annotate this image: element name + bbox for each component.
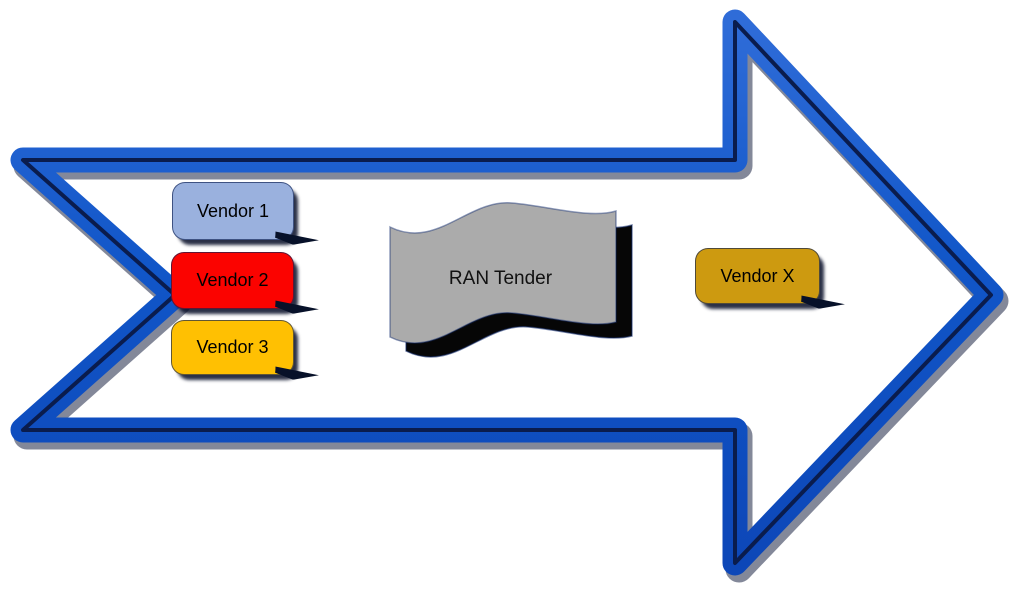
wave-body [389, 202, 617, 344]
vendor-1-label: Vendor 1 [196, 200, 270, 221]
vendor-3-label: Vendor 3 [196, 337, 269, 357]
vendor-2-label: Vendor 2 [196, 270, 269, 290]
ran-tender-label: RAN Tender [448, 268, 553, 289]
process-arrow [10, 9, 1009, 583]
vendor-2-chip: Vendor 2 [171, 252, 294, 309]
ran-tender-wave [389, 202, 633, 358]
vendor-x-chip: Vendor X [695, 248, 820, 304]
vendor-3-chip: Vendor 3 [171, 320, 294, 375]
vendor-x-label: Vendor X [720, 265, 795, 286]
vendor-1-chip: Vendor 1 [172, 182, 294, 240]
